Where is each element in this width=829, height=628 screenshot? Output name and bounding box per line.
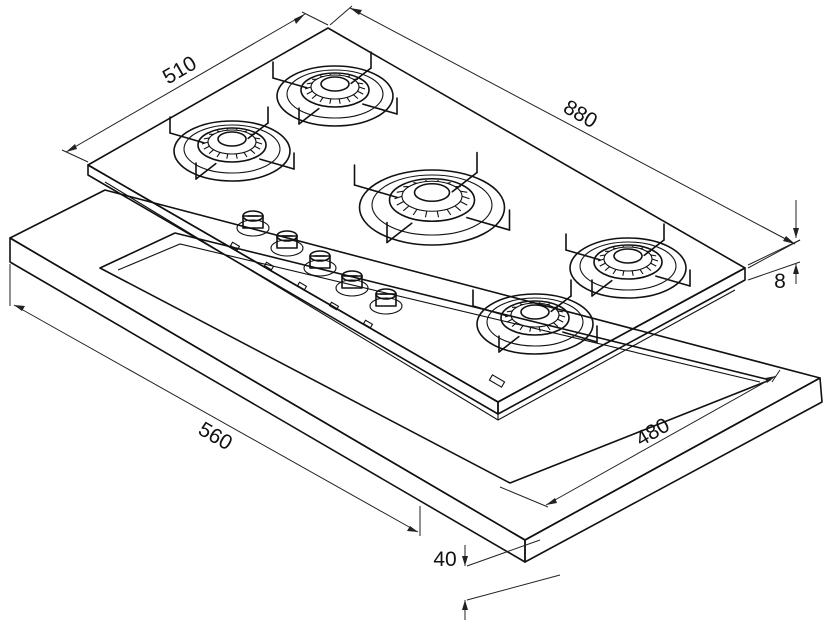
control-knob-1[interactable] <box>231 211 269 250</box>
hob-glass-top <box>88 28 745 420</box>
control-knob-3[interactable] <box>298 251 336 290</box>
brand-plate <box>489 375 504 387</box>
depth-offset-label: 40 <box>433 548 456 571</box>
dimension-labels: 510 880 8 560 480 40 <box>159 52 786 571</box>
burners-group <box>170 52 690 354</box>
glass-thickness-label: 8 <box>774 270 786 293</box>
burner-3 <box>355 153 510 246</box>
control-knob-4[interactable] <box>330 271 368 310</box>
control-knob-5[interactable] <box>364 289 402 328</box>
hob-width-label: 880 <box>559 96 601 133</box>
burner-4 <box>566 224 690 298</box>
hob-depth-label: 510 <box>159 52 201 89</box>
cutout-depth-label: 480 <box>632 414 674 451</box>
countertop-slab <box>10 190 822 562</box>
dimension-lines <box>10 6 800 620</box>
cutout-width-label: 560 <box>194 418 236 455</box>
burner-2 <box>170 107 294 181</box>
burner-1 <box>273 52 397 126</box>
